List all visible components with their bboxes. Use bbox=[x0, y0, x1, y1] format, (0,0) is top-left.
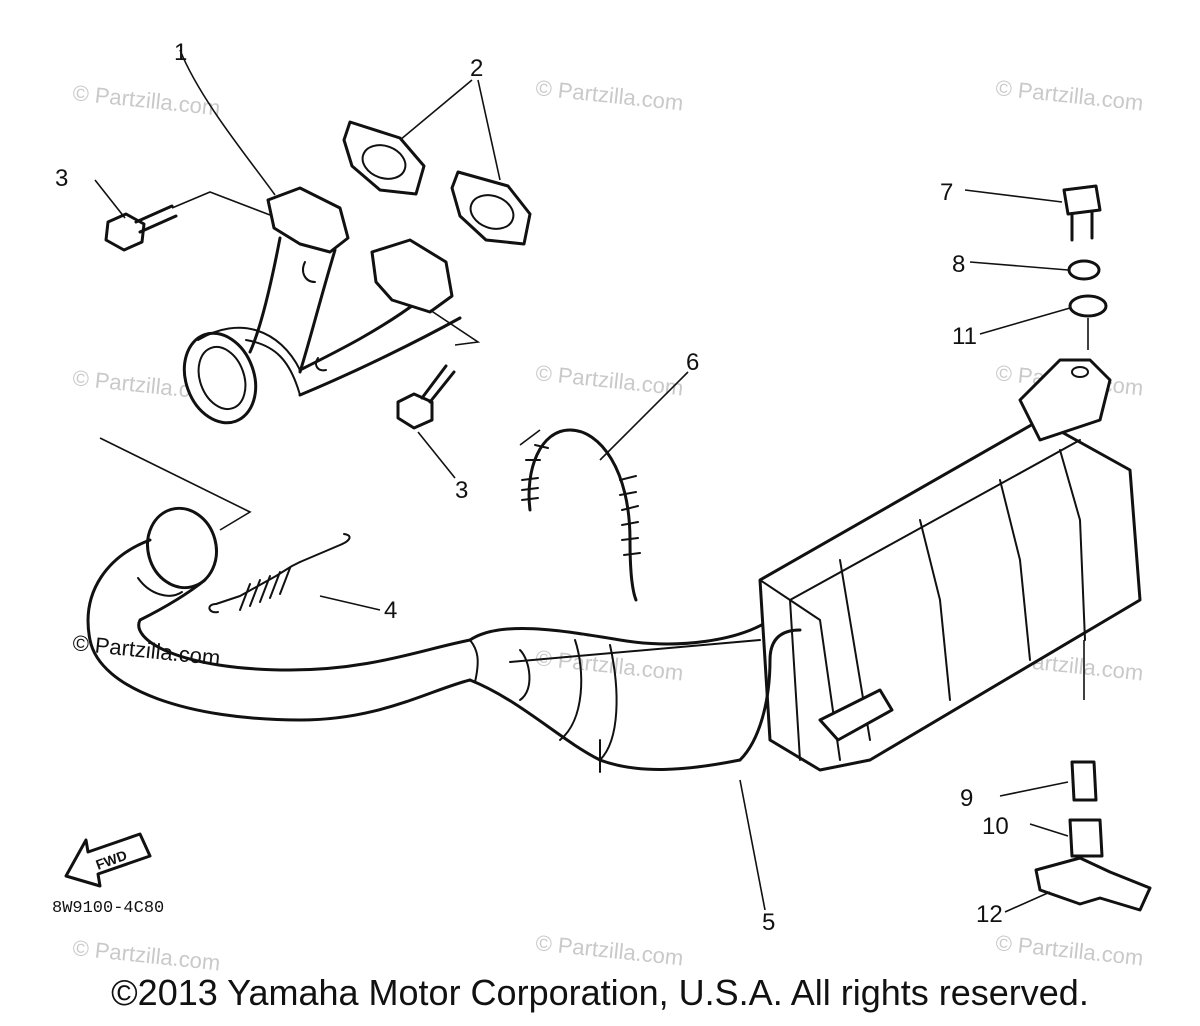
watermark-10: © Partzilla.com bbox=[534, 930, 684, 970]
watermark-2: © Partzilla.com bbox=[534, 75, 684, 115]
watermark-11: © Partzilla.com bbox=[994, 930, 1144, 970]
callout-4: 4 bbox=[384, 597, 397, 624]
watermark-9: © Partzilla.com bbox=[71, 935, 221, 975]
bolt-part-lower bbox=[396, 364, 456, 430]
copyright-notice: ©2013 Yamaha Motor Corporation, U.S.A. A… bbox=[111, 972, 1089, 1013]
exhaust-pipe-part bbox=[86, 506, 772, 773]
callout-3-upper: 3 bbox=[55, 165, 68, 192]
damper-part-10 bbox=[1068, 818, 1104, 858]
bolt-part-upper bbox=[104, 204, 178, 252]
forward-arrow-icon: FWD bbox=[64, 832, 152, 888]
callout-12: 12 bbox=[976, 901, 1003, 928]
collar-part-9 bbox=[1070, 760, 1098, 802]
gasket-part-upper bbox=[342, 120, 426, 196]
callout-7: 7 bbox=[940, 179, 953, 206]
callout-8: 8 bbox=[952, 251, 965, 278]
muffler-part bbox=[738, 358, 1142, 772]
washer-part-8 bbox=[1067, 259, 1101, 281]
watermark-3: © Partzilla.com bbox=[994, 75, 1144, 115]
bracket-part-12 bbox=[1034, 856, 1152, 912]
heat-spring-part bbox=[521, 428, 641, 602]
washer-part-11 bbox=[1068, 294, 1108, 318]
watermark-5: © Partzilla.com bbox=[534, 360, 684, 400]
callout-11: 11 bbox=[952, 323, 977, 350]
leader-lines bbox=[94, 49, 1089, 913]
callout-2: 2 bbox=[470, 55, 483, 82]
gasket-part-lower bbox=[450, 170, 532, 246]
bolt-part-7 bbox=[1062, 184, 1102, 242]
callout-9: 9 bbox=[960, 785, 973, 812]
callout-1: 1 bbox=[174, 39, 187, 66]
callout-6: 6 bbox=[686, 349, 699, 376]
diagram-code: 8W9100-4C80 bbox=[52, 899, 164, 918]
callout-5: 5 bbox=[762, 909, 775, 936]
exhaust-manifold-part bbox=[182, 186, 462, 425]
callout-3-lower: 3 bbox=[455, 477, 468, 504]
watermark-7: © Partzilla.com bbox=[534, 645, 684, 685]
callout-10: 10 bbox=[982, 813, 1009, 840]
spring-part bbox=[208, 533, 351, 614]
